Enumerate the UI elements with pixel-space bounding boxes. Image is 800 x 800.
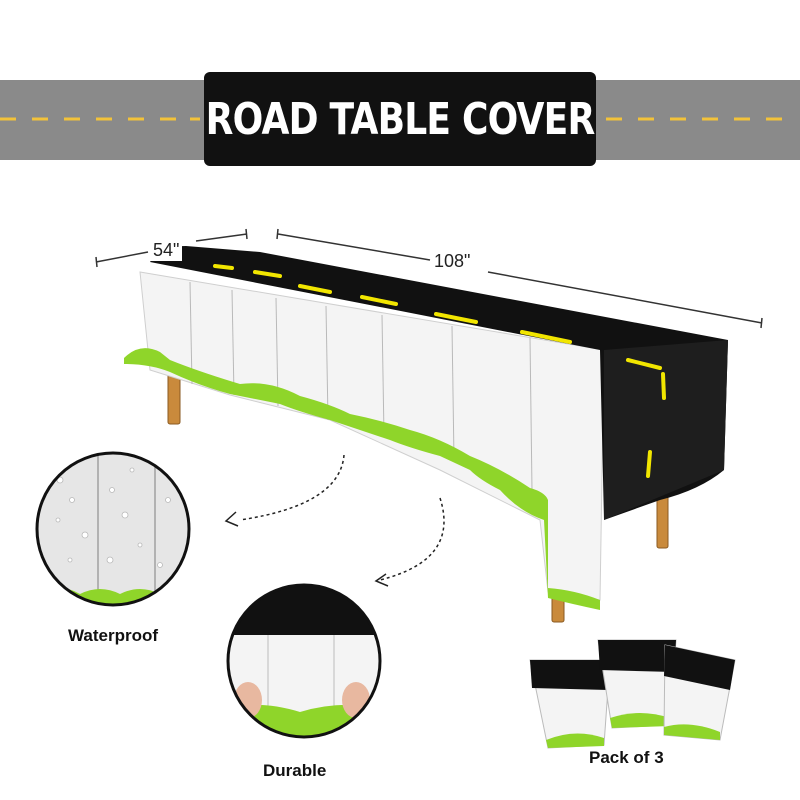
pack-label: Pack of 3 — [589, 748, 664, 767]
pack-of-3-covers — [529, 639, 736, 749]
title-banner: ROAD TABLE COVER — [204, 72, 596, 166]
road-lane-lines — [213, 264, 666, 478]
waterproof-label: Waterproof — [68, 626, 159, 645]
length-dimension: 108" — [431, 251, 474, 272]
durable-label: Durable — [263, 761, 327, 780]
road-side-drape — [604, 340, 728, 520]
width-dimension: 54" — [150, 240, 183, 261]
waterproof-detail-circle — [35, 451, 191, 607]
dimension-lines — [95, 228, 763, 329]
grass-trim — [124, 348, 600, 610]
arrow-heads — [224, 511, 389, 587]
tablecloth-road-top — [150, 246, 728, 520]
page-title: ROAD TABLE COVER — [205, 93, 596, 145]
durable-detail-circle — [226, 583, 382, 739]
tablecloth-front-skirt — [139, 271, 605, 601]
callout-arrows — [239, 454, 445, 581]
